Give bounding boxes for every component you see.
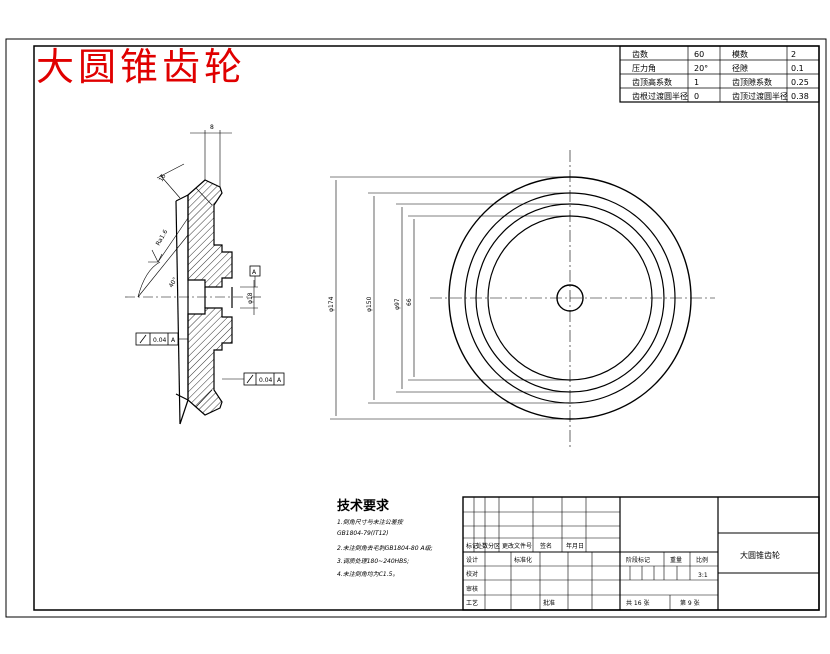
param-name: 齿顶高系数 (632, 77, 672, 87)
tech-item: 3.调质处理180~240HBS; (337, 558, 410, 565)
tb-label: 比例 (696, 556, 708, 564)
datum-ref: A (277, 377, 282, 384)
dim-d3: φ97 (394, 298, 401, 310)
param-name: 齿顶隙系数 (732, 77, 772, 87)
tb-label: 批准 (543, 599, 555, 607)
param-value: 0.38 (791, 92, 809, 101)
tb-label: 审核 (466, 585, 478, 593)
param-value: 0.25 (791, 78, 809, 87)
dim-d2: φ150 (366, 296, 373, 312)
tech-item: GB1804-79(IT12) (337, 530, 389, 537)
dim-d4: 66 (406, 298, 413, 306)
param-name: 齿根过渡圆半径 (632, 91, 688, 101)
tb-sheets-total: 共 16 张 (626, 599, 649, 607)
tb-header: 分区 (488, 542, 500, 550)
dim-d1: φ174 (328, 296, 335, 312)
tech-item: 4.未注倒角均为C1.5。 (337, 571, 399, 578)
parameter-table (619, 45, 820, 103)
tb-sheet-no: 第 9 张 (680, 599, 700, 607)
param-name: 齿数 (632, 49, 648, 59)
tb-header: 签名 (540, 542, 552, 550)
drawing-title: 大圆锥齿轮 (36, 45, 247, 89)
tech-item: 1.倒角尺寸与未注公差按 (337, 519, 403, 526)
tolerance-value: 0.04 (153, 337, 167, 344)
param-name: 齿顶过渡圆半径 (732, 91, 788, 101)
plan-view (330, 150, 715, 450)
tolerance-value: 0.04 (259, 377, 273, 384)
tb-label: 设计 (466, 556, 478, 564)
dim-face: 16 (158, 173, 168, 183)
inner-frame (33, 45, 820, 611)
dim-width-top: 8 (210, 124, 214, 131)
tb-part-name: 大圆锥齿轮 (740, 550, 780, 560)
tb-label: 校对 (466, 570, 478, 578)
tb-label: 阶段标记 (626, 556, 650, 564)
param-name: 压力角 (632, 63, 656, 73)
tb-header: 年月日 (566, 542, 584, 550)
param-value: 0 (694, 92, 699, 101)
param-name: 模数 (732, 49, 748, 59)
param-value: 2 (791, 50, 796, 59)
param-name: 径隙 (732, 63, 748, 73)
tb-header: 标记 (466, 542, 478, 550)
datum-ref: A (171, 337, 176, 344)
tb-label: 重量 (670, 556, 682, 564)
tb-header: 处数 (476, 542, 488, 550)
param-value: 20° (694, 64, 708, 73)
roughness-label: Ra1.6 (155, 228, 170, 247)
param-value: 60 (694, 50, 704, 59)
outer-frame (5, 38, 827, 618)
tb-scale-value: 3:1 (698, 572, 708, 579)
section-view (125, 130, 285, 425)
tb-header: 更改文件号 (502, 542, 532, 550)
datum-label: A (252, 269, 257, 276)
tech-requirements-title: 技术要求 (337, 499, 390, 514)
dim-angle: 40° (168, 276, 179, 289)
title-block (462, 496, 820, 611)
tb-label: 标准化 (514, 556, 532, 564)
param-value: 1 (694, 78, 699, 87)
param-value: 0.1 (791, 64, 804, 73)
tb-label: 工艺 (466, 599, 478, 607)
dim-bore: φ18 (247, 292, 254, 304)
tech-item: 2.未注倒角去毛刺GB1804-80 A级; (337, 545, 433, 552)
